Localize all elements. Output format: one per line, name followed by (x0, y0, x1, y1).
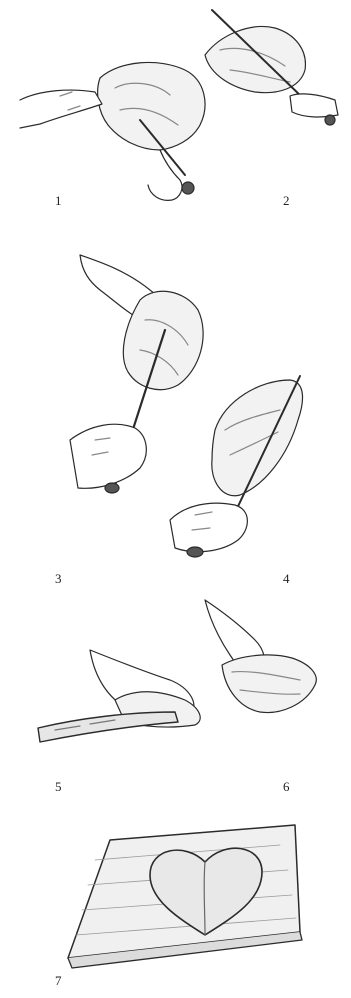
knife-splitting-meat-icon (205, 10, 338, 125)
step-number: 3 (55, 572, 62, 585)
step-number: 6 (283, 780, 290, 793)
heart-shaped-meat-on-board-icon (68, 825, 302, 968)
hand-flattening-meat-with-knife-icon (38, 650, 200, 742)
step-number: 1 (55, 194, 62, 207)
hands-separating-meat-with-knife-icon (70, 255, 203, 493)
knife-slicing-meat-piece-icon (170, 376, 303, 557)
hand-holding-knife-cutting-meat-icon (20, 62, 205, 200)
step-number: 7 (55, 974, 62, 987)
step-number: 2 (283, 194, 290, 207)
step-number: 4 (283, 572, 290, 585)
hand-holding-opened-meat-icon (205, 600, 316, 713)
step-number: 5 (55, 780, 62, 793)
